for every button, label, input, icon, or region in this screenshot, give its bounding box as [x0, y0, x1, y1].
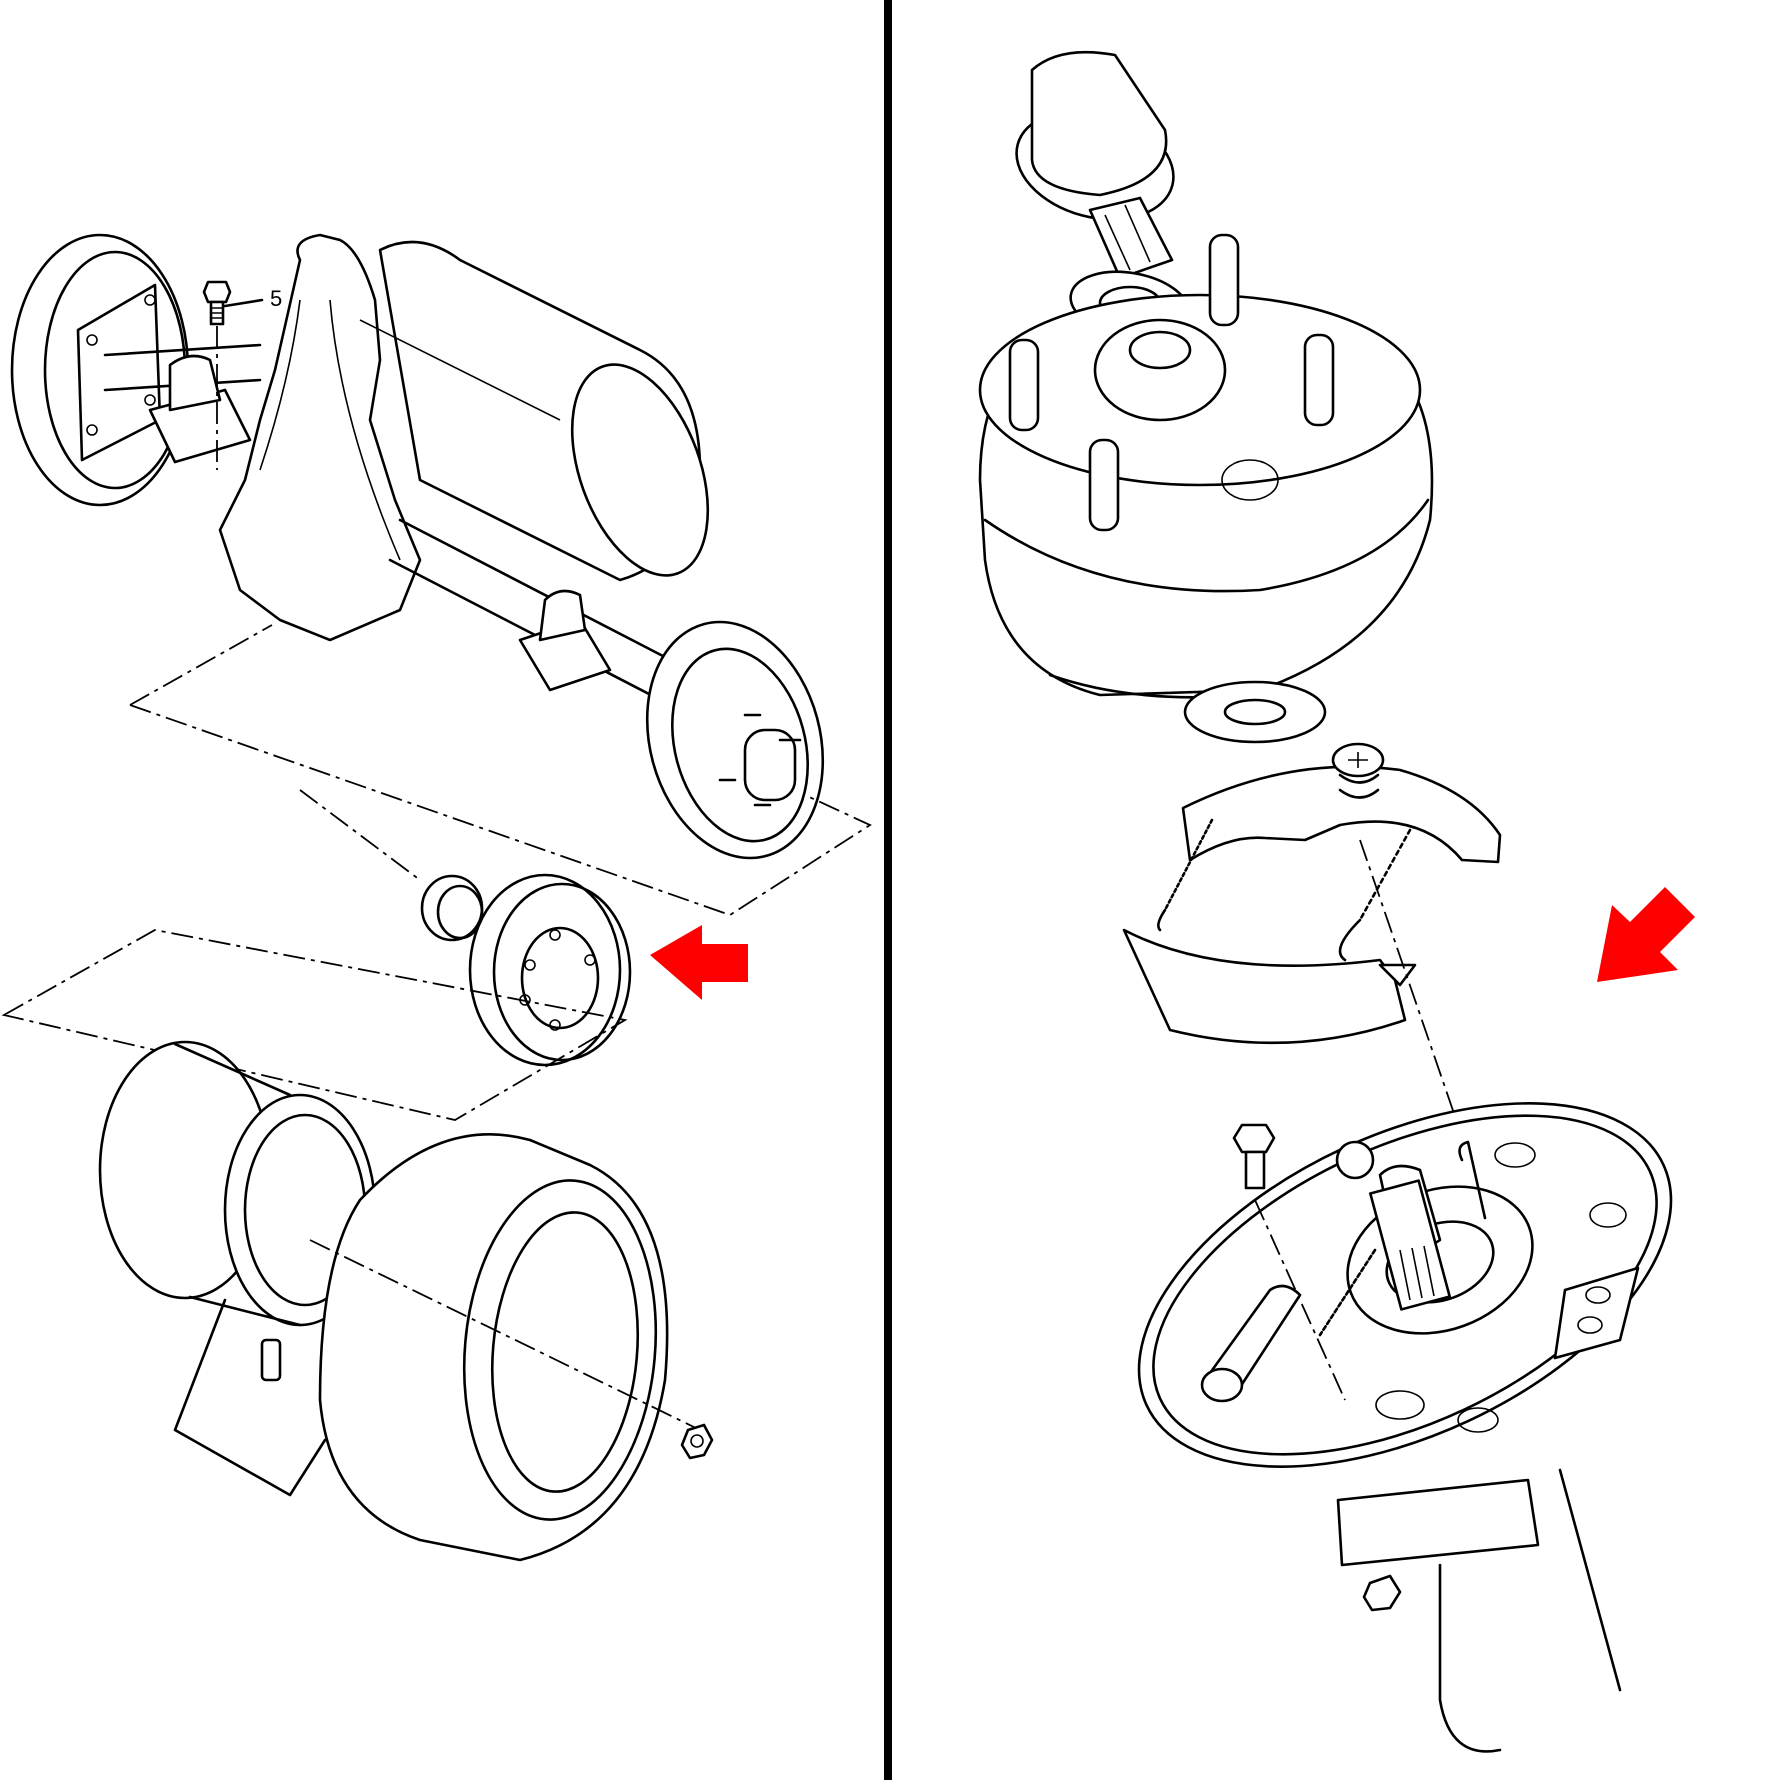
bearing-mount-left: [148, 354, 252, 464]
hub-cap: [420, 874, 484, 942]
right-backing-plate: [645, 620, 825, 860]
left-panel-axle-diagram: 5: [0, 0, 884, 1780]
tire: [309, 1133, 701, 1562]
right-panel-brake-diagram: [892, 0, 1780, 1780]
bolt-part-5: [202, 280, 264, 470]
castle-nut: [1088, 196, 1174, 280]
bearing-mount-right: [518, 589, 612, 692]
hub-drum: [978, 293, 1434, 699]
lug-nut: [680, 1423, 714, 1460]
axle-assembly-drawing: [1, 233, 872, 1562]
brake-shoe-upper: [1181, 765, 1502, 864]
brake-shoe-lower: [1122, 928, 1417, 1045]
valve-stem: [173, 1298, 327, 1497]
brake-springs: [1157, 818, 1412, 962]
motor-cylinder: [359, 240, 710, 582]
red-arrow-down-left: [1597, 887, 1695, 982]
adjuster-assembly: [1200, 1123, 1377, 1403]
red-arrow-left: [650, 925, 748, 1000]
anchor-pin: [1458, 1140, 1487, 1220]
differential-housing: [218, 233, 422, 642]
dust-cap: [1015, 50, 1175, 221]
wheel-studs: [1008, 233, 1335, 532]
spline-shaft: [1369, 1164, 1451, 1311]
brake-drum: [468, 873, 632, 1067]
mounting-bracket: [1336, 1468, 1622, 1753]
left-backing-plate: [10, 233, 190, 507]
callout-label-5: 5: [270, 286, 283, 311]
brake-assembly-drawing: [978, 50, 1695, 1753]
panel-divider: [884, 0, 892, 1780]
washer-bottom: [1183, 680, 1327, 744]
hold-down-pin: [1331, 742, 1385, 799]
